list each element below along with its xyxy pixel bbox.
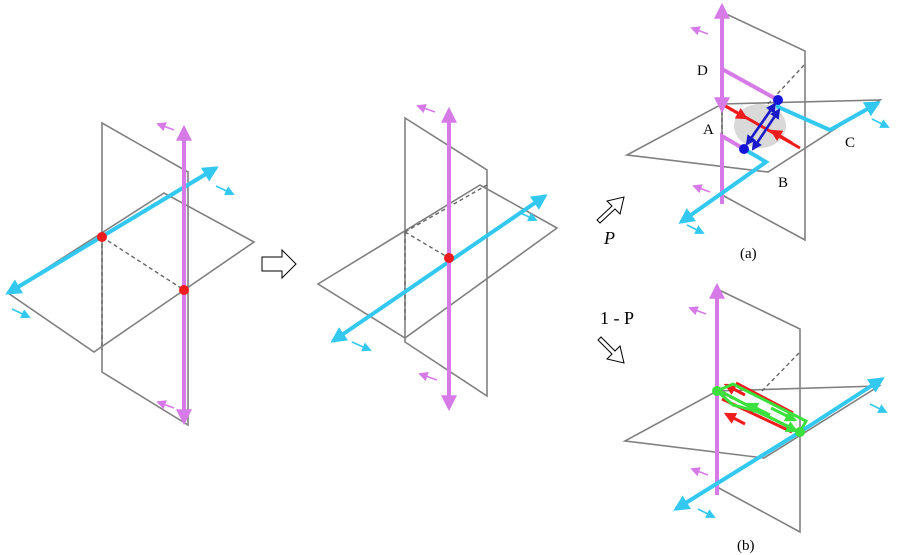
velocity-arrow	[156, 400, 175, 410]
velocity-arrow	[697, 508, 716, 518]
panel-a-caption: (a)	[740, 246, 757, 262]
velocity-arrow	[686, 224, 705, 234]
kink-point	[773, 95, 783, 105]
velocity-arrow	[517, 211, 538, 222]
point-a-label: A	[703, 122, 714, 138]
cyan-string-upper	[776, 100, 881, 133]
panel-b-pass-through: (b)	[622, 282, 888, 554]
panel-a-intercommute: D A C B (a)	[624, 2, 890, 262]
green-arrow	[770, 406, 798, 422]
velocity-arrow	[418, 372, 438, 382]
kink-point	[739, 144, 749, 154]
hidden-edge	[101, 236, 185, 291]
cyan-string	[673, 430, 802, 511]
blue-exchange-arrow	[751, 108, 781, 151]
intersection-point	[179, 285, 189, 295]
hollow-arrow-icon	[596, 196, 625, 224]
velocity-arrow	[351, 341, 372, 352]
velocity-arrow	[869, 403, 888, 413]
hidden-edge	[761, 351, 801, 392]
magenta-string-lower	[720, 132, 746, 204]
velocity-arrow	[688, 306, 707, 316]
probability-one-minus-p-label: 1 - P	[600, 308, 634, 328]
panel-initial	[5, 121, 256, 427]
intersection-point	[97, 232, 107, 242]
hollow-arrow-icon	[597, 336, 625, 364]
intersection-point	[444, 253, 454, 263]
velocity-arrow	[692, 184, 711, 194]
velocity-arrow	[690, 467, 709, 477]
velocity-arrow	[871, 118, 890, 128]
velocity-arrow	[156, 122, 175, 132]
probability-p-label: P	[603, 228, 615, 248]
red-arrow	[723, 412, 746, 426]
cyan-string-lower	[678, 147, 770, 224]
cyan-string	[330, 194, 548, 343]
green-arrow	[745, 402, 771, 417]
vertical-worldsheet	[101, 121, 189, 427]
hidden-edge	[404, 184, 488, 233]
cyan-string	[798, 377, 885, 434]
crossing-point	[712, 386, 722, 396]
panel-b-caption: (b)	[737, 538, 755, 554]
velocity-arrow	[690, 26, 709, 36]
point-b-label: B	[778, 175, 788, 191]
point-c-label: C	[845, 135, 855, 151]
hidden-edge	[404, 231, 450, 259]
horizontal-worldsheet	[622, 385, 882, 459]
horizontal-worldsheet	[316, 184, 559, 339]
velocity-arrow	[11, 308, 31, 319]
hollow-arrow-icon	[261, 248, 297, 280]
crossing-point	[795, 427, 805, 437]
point-d-label: D	[697, 63, 708, 79]
velocity-arrow	[215, 185, 235, 196]
velocity-arrow	[416, 104, 436, 114]
panel-collision	[316, 104, 559, 412]
